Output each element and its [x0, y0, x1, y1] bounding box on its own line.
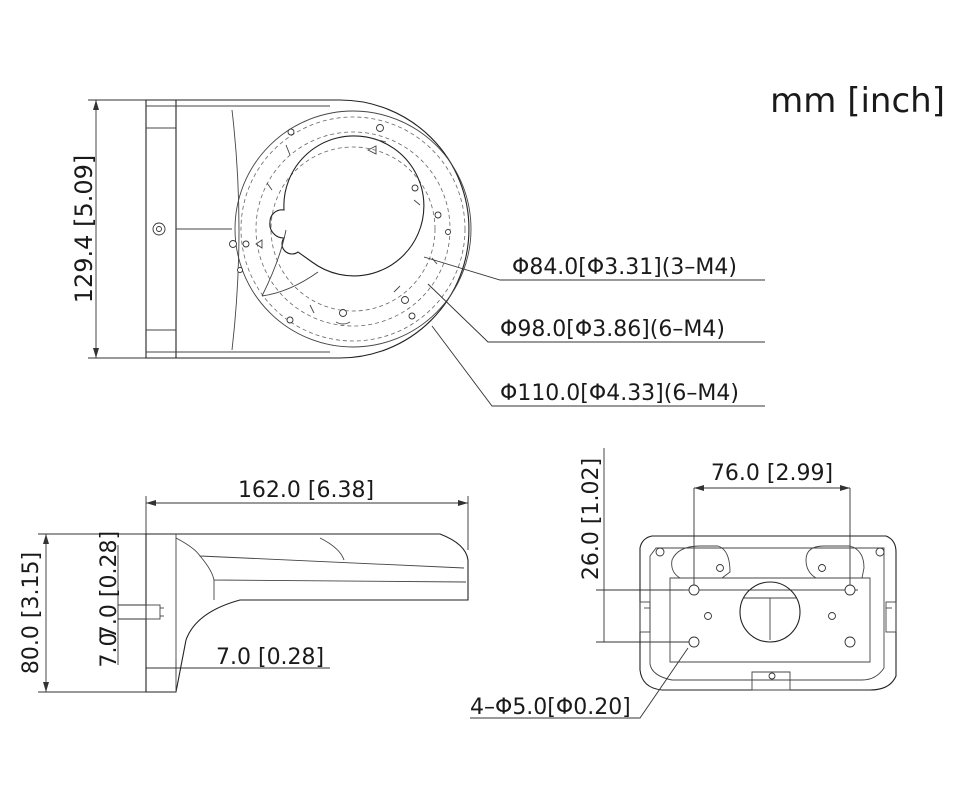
back-center-opening [739, 581, 801, 643]
side-view: 162.0 [6.38] 80.0 [3.15] 7.0 [0.28] 7.0 … [19, 478, 469, 693]
cable-opening [269, 135, 425, 277]
mount-plate [234, 110, 472, 348]
side-horizontal-small-dim: 7.0 [0.28] [216, 645, 324, 670]
back-hole-callout: 4–Φ5.0[Φ0.20] [470, 695, 631, 720]
side-height-dim: 80.0 [3.15] [19, 552, 44, 674]
side-length-dim: 162.0 [6.38] [238, 478, 374, 503]
back-width-dim: 76.0 [2.99] [711, 461, 833, 486]
callout-phi84: Φ84.0[Φ3.31](3–M4) [512, 255, 737, 280]
plate-marks [255, 139, 438, 325]
units-label: mm [inch] [770, 81, 945, 121]
top-height-dim: 129.4 [5.09] [70, 155, 98, 304]
plate-holes [229, 124, 451, 324]
side-vertical-small-dim: 7.0 [0.28] [97, 531, 122, 639]
back-height-dim: 26.0 [1.02] [579, 458, 604, 580]
callout-phi98: Φ98.0[Φ3.86](6–M4) [500, 317, 725, 342]
right-slot [805, 545, 865, 579]
back-plate-outline [639, 535, 897, 691]
side-vertical-small-dim-2: 7.0 [97, 633, 122, 668]
back-holes [688, 564, 856, 648]
back-view: 76.0 [2.99] 26.0 [1.02] [470, 448, 897, 720]
left-slot [671, 545, 731, 579]
callout-phi110: Φ110.0[Φ4.33](6–M4) [500, 381, 739, 406]
top-body-outline [145, 99, 470, 359]
top-view: 129.4 [5.09] [70, 99, 765, 407]
side-bracket-outline [145, 533, 469, 693]
side-screw-stub [145, 604, 161, 620]
